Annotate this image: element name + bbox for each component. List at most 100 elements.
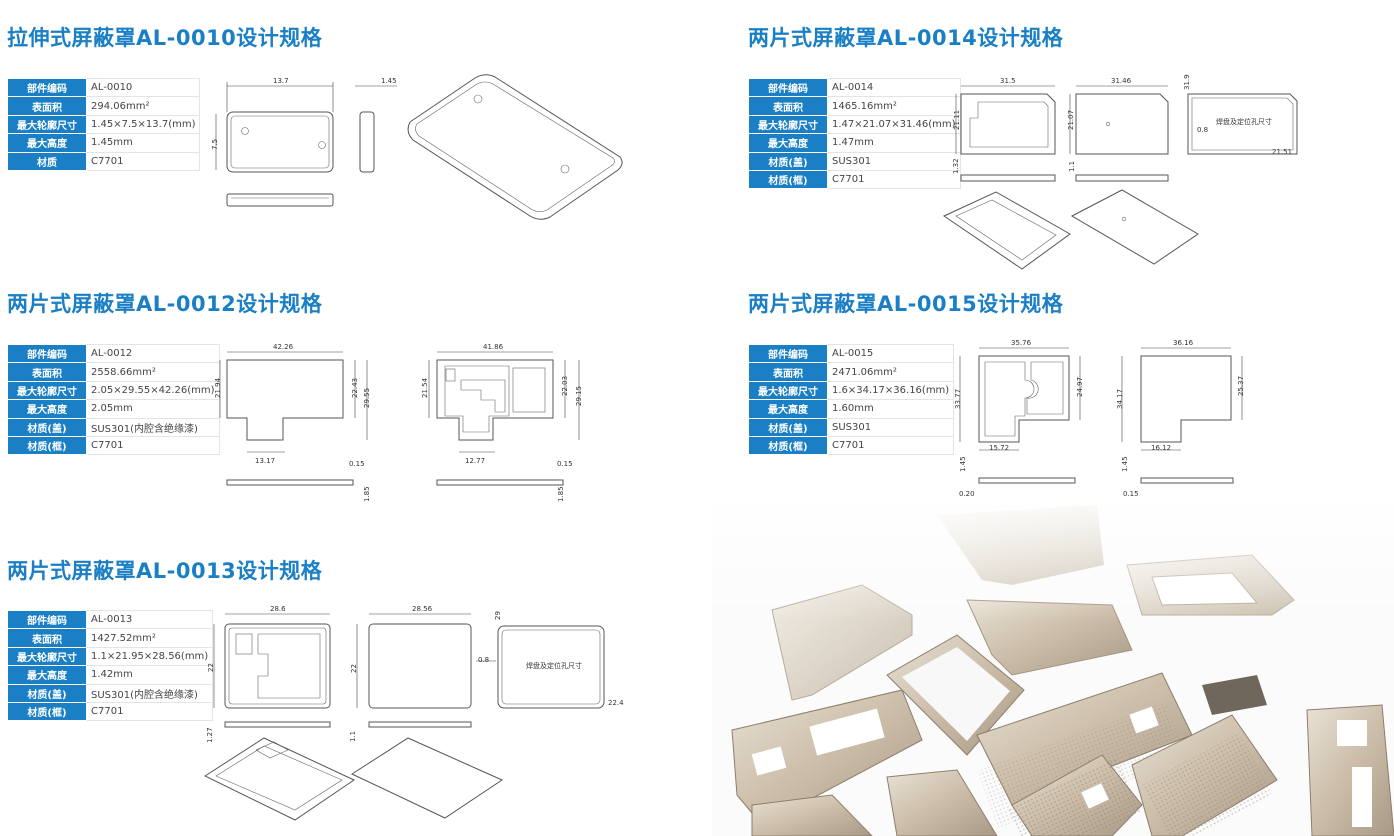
spec-key: 最大轮廓尺寸 (748, 380, 828, 401)
dim-label: 7.5 (211, 139, 219, 150)
dim-label: 16.12 (1151, 444, 1171, 452)
dim-label: 0.15 (1123, 490, 1139, 498)
top-view (960, 93, 1298, 155)
spec-key: 部件编码 (7, 77, 87, 98)
spec-value: 2471.06mm² (826, 362, 955, 382)
spec-key: 表面积 (7, 628, 87, 648)
dim-label: 0.8 (478, 656, 489, 664)
spec-value: C7701 (85, 701, 214, 722)
spec-value: 1427.52mm² (85, 628, 214, 648)
spec-value: 1.60mm (826, 399, 955, 419)
spec-value: AL-0010 (85, 77, 201, 98)
spec-key: 部件编码 (7, 343, 87, 364)
dim-label: 42.26 (273, 343, 294, 351)
dim-label: 1.85 (363, 486, 371, 502)
dim-label: 35.76 (1011, 339, 1032, 347)
spec-value: AL-0012 (86, 343, 220, 364)
spec-key: 最大高度 (748, 133, 828, 153)
dim-label: 21.51 (1272, 148, 1292, 156)
spec-key: 材质(框) (7, 701, 87, 722)
dim-label: 0.8 (1197, 126, 1208, 134)
spec-row: 材质(盖)SUS301 (748, 151, 961, 171)
drawing-al0010: 13.7 7.5 1.45 (211, 74, 623, 220)
top-view (226, 359, 554, 441)
spec-key: 最大高度 (7, 665, 87, 685)
dim-label: 0.15 (349, 460, 365, 468)
spec-key: 表面积 (748, 96, 828, 116)
dim-label: 28.56 (412, 605, 433, 613)
dim-label: 13.17 (255, 457, 275, 465)
iso-view (942, 189, 1199, 270)
spec-value: C7701 (827, 169, 961, 190)
dim-label: 22.4 (608, 699, 624, 707)
side-view (978, 477, 1234, 484)
spec-value: 2.05mm (86, 399, 220, 419)
dim-label: 1.45 (959, 456, 967, 472)
dim-label: 22 (350, 664, 358, 673)
section-title-al0010: 拉伸式屏蔽罩AL-0010设计规格 (7, 26, 323, 50)
spec-value: SUS301 (826, 417, 955, 437)
spec-row: 材质(框)C7701 (7, 701, 214, 722)
dim-label: 24.97 (1076, 377, 1084, 397)
spec-value: 2.05×29.55×42.26(mm) (86, 380, 220, 401)
spec-row: 材质(框)C7701 (748, 169, 961, 190)
dim-label: 1.85 (557, 486, 565, 502)
dim-label: 21.94 (214, 377, 222, 398)
dim-label: 1.32 (952, 158, 960, 174)
dim-label: 31.46 (1111, 77, 1132, 85)
shield-parts-photo (712, 505, 1394, 836)
spec-key: 部件编码 (748, 343, 828, 364)
dim-label: 31.9 (1183, 74, 1191, 90)
drawing-al0015: 35.76 33.77 24.97 15.72 36.16 34.17 25.3… (954, 339, 1245, 498)
top-view (224, 623, 605, 709)
spec-value: SUS301(内腔含绝缘漆) (86, 417, 220, 437)
dim-label: 21.11 (953, 110, 961, 130)
spec-key: 材质(盖) (748, 151, 828, 171)
spec-row: 材质(盖)SUS301(内腔含绝缘漆) (7, 683, 214, 703)
dimension-lines (213, 613, 496, 708)
section-title-al0012: 两片式屏蔽罩AL-0012设计规格 (7, 292, 323, 316)
dimension-lines (215, 82, 397, 170)
section-title-al0015: 两片式屏蔽罩AL-0015设计规格 (748, 292, 1064, 316)
drawing-al0012: 42.26 21.94 22.43 29.55 13.17 41.86 21.5… (214, 343, 583, 502)
dim-label: 22 (207, 663, 215, 672)
spec-value: AL-0013 (85, 609, 214, 630)
spec-key: 最大高度 (7, 399, 87, 419)
dim-label: 0.15 (557, 460, 573, 468)
spec-key: 最大高度 (7, 133, 87, 153)
iso-view (203, 737, 504, 821)
spec-key: 最大轮廓尺寸 (7, 646, 87, 667)
spec-value: 2558.66mm² (86, 362, 220, 382)
spec-key: 材质 (7, 151, 87, 171)
footprint-note: 焊盘及定位孔尺寸 (1216, 117, 1272, 126)
dim-label: 33.77 (954, 389, 962, 409)
dimension-lines (955, 85, 1168, 154)
iso-view (407, 74, 623, 220)
dim-label: 1.1 (1068, 161, 1076, 172)
spec-row: 材质(框)C7701 (748, 435, 955, 456)
spec-key: 表面积 (7, 96, 87, 116)
top-view (226, 111, 334, 173)
dimension-lines (959, 347, 1243, 451)
top-view (978, 355, 1232, 443)
dim-label: 0.20 (959, 490, 975, 498)
dim-label: 31.5 (1000, 77, 1016, 85)
dimension-lines (219, 351, 580, 453)
spec-key: 材质(框) (7, 435, 87, 456)
spec-key: 最大轮廓尺寸 (7, 114, 87, 135)
side-view (226, 479, 564, 486)
side-view (226, 111, 375, 207)
